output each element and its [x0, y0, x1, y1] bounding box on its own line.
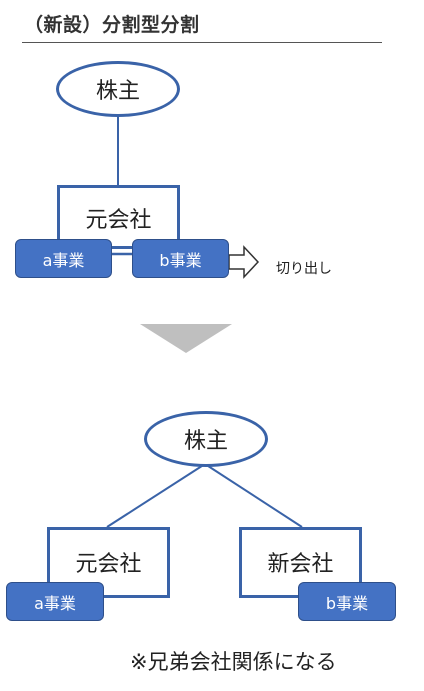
original-company-box-before: 元会社 [57, 185, 180, 249]
sibling-company-note: ※兄弟会社関係になる [130, 650, 337, 674]
business-b-label-after: b事業 [325, 593, 369, 613]
business-b-label-before: b事業 [159, 250, 202, 270]
business-b-box-before: b事業 [132, 239, 229, 278]
page-title: （新設）分割型分割 [24, 14, 200, 36]
original-company-label-after: 元会社 [75, 552, 142, 577]
shareholder-oval-before: 株主 [56, 61, 180, 117]
business-b-box-after: b事業 [298, 582, 396, 621]
connector-shareholder-original [106, 463, 206, 528]
original-company-label-before: 元会社 [85, 208, 152, 233]
business-a-box-before: a事業 [15, 239, 112, 278]
shareholder-label-after: 株主 [183, 429, 228, 454]
carve-out-label: 切り出し [276, 261, 332, 277]
title-underline [22, 42, 382, 43]
transition-down-arrow-icon [140, 324, 232, 353]
business-a-box-after: a事業 [6, 582, 104, 621]
business-a-label-after: a事業 [34, 593, 76, 613]
carve-out-arrow-icon [228, 245, 260, 279]
business-a-label-before: a事業 [42, 250, 85, 270]
shareholder-label-before: 株主 [95, 79, 140, 104]
connector-shareholder-new [204, 463, 303, 528]
new-company-label-after: 新会社 [267, 552, 334, 577]
shareholder-oval-after: 株主 [144, 411, 268, 467]
original-company-box-after: 元会社 [47, 527, 170, 598]
